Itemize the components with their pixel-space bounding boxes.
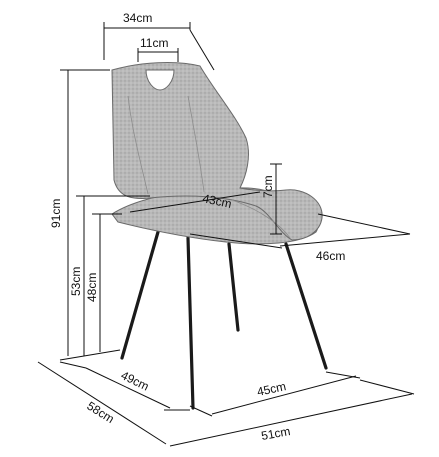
dimension-lines [37, 22, 415, 447]
label-seat-height: 53cm [69, 267, 83, 296]
handle-hole [145, 69, 175, 91]
label-inner-height: 48cm [85, 273, 99, 302]
label-front-depth: 49cm [119, 368, 152, 393]
label-top-width: 34cm [123, 11, 152, 25]
chair-legs [120, 230, 328, 410]
label-base-width: 51cm [260, 424, 291, 443]
label-seat-depth: 43cm [201, 191, 233, 211]
chair-backrest [111, 62, 323, 241]
label-rear-width: 45cm [256, 379, 288, 399]
label-seat-width: 46cm [316, 249, 345, 263]
dimension-labels: 34cm 11cm 91cm 7cm 43cm 46cm 53cm 48cm 4… [49, 11, 345, 443]
label-handle-width: 11cm [140, 36, 168, 50]
label-total-height: 91cm [49, 199, 63, 228]
label-base-depth: 58cm [84, 399, 116, 426]
label-side-cushion: 7cm [261, 175, 275, 198]
chair [111, 62, 328, 410]
